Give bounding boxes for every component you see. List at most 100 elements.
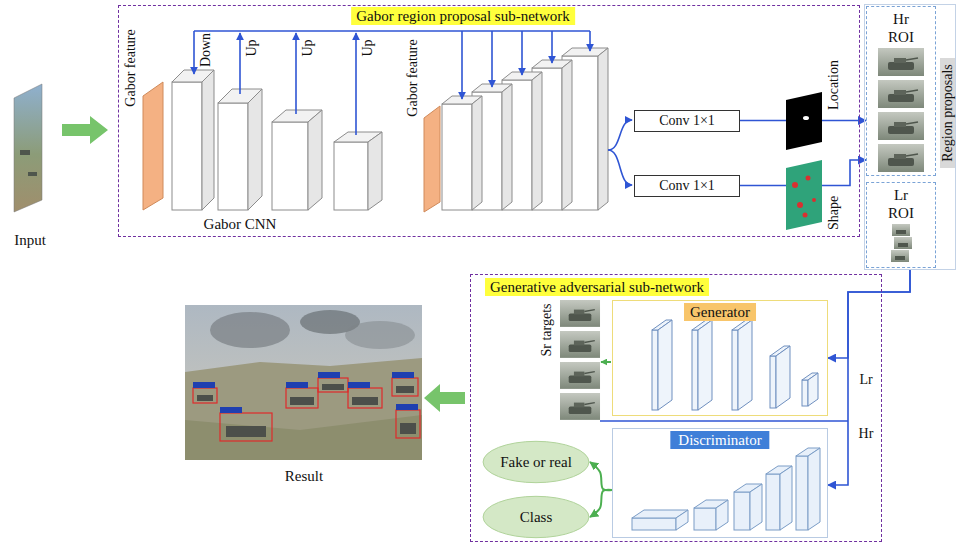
up-arrow [355,33,357,135]
block-arrow [62,116,108,144]
process-box: Conv 1×1 [634,175,740,197]
down-arrow [461,31,463,99]
sr-thumbnail [560,300,600,327]
sampling-label: Up [243,39,261,56]
connector-group [590,121,910,518]
layer-side [698,320,712,410]
module-title: Discriminator [670,431,769,449]
detection-box [220,413,272,441]
up-arrow [239,33,241,94]
layer-face [692,330,698,410]
shape-spot [797,202,803,208]
detection-tag [193,382,215,388]
shape-spot [803,213,808,218]
detection-box [318,378,348,392]
module-title: Generator [684,303,756,321]
detection-tag [348,382,370,388]
layer-face [218,103,248,210]
generator-box: Generator [612,300,828,416]
down-arrow [193,31,195,74]
output-ellipse: Class [482,495,590,539]
shape-spot [806,176,811,181]
layer-side [502,84,512,210]
layer-face [502,80,532,210]
section-title: Generative adversarial sub-network [485,278,709,296]
block-arrow [424,384,465,412]
layer-side [750,484,762,530]
layer-side [202,70,214,210]
detection-tags [193,372,418,413]
location-map [786,92,822,150]
ground [185,358,422,460]
layer-face [766,474,780,530]
layer-face [334,142,368,210]
arrow-connector [828,270,910,485]
roi-box: Lr ROI [866,182,936,268]
roi-label: Hr ROI [884,10,918,46]
feature-label: Gabor feature [404,39,422,116]
shape-spots [792,176,816,218]
generator-layers [652,320,818,410]
hr-thumbnail [878,144,924,172]
layer-face [562,56,598,210]
output-label: Fake or real [500,453,572,471]
detection-tag [220,407,242,413]
location-spot [803,116,809,120]
layer-side [658,320,672,410]
sr-feed-line [600,420,848,422]
detection-tag [396,404,418,410]
skip-line [194,30,590,32]
detection-tag [392,372,414,378]
output-label: Sr targets [538,303,556,356]
down-arrow [589,31,591,51]
sampling-label: Up [299,39,317,56]
result-image [185,305,422,460]
layer-side [716,500,728,530]
shape-spot [812,198,816,202]
feature-label: Gabor feature [122,29,140,106]
input-image [14,84,42,212]
hr-thumbnail [878,80,924,108]
tanks [197,384,416,437]
shape-map [786,160,822,230]
layer-face [796,456,808,530]
detection-tag [318,372,340,378]
sr-thumbnail [560,362,600,389]
discriminator-layers [632,448,820,530]
subnetwork-box: Conv 1×1Conv 1×1Gabor region proposal su… [118,5,860,237]
layer-side [472,96,482,210]
shape-spot [792,182,798,188]
layer-side [308,110,322,210]
up-arrow [295,33,297,114]
layer-side [738,320,752,410]
layer-side [808,373,818,406]
layer-side [368,132,382,210]
layer-face [734,492,750,530]
layer-face [694,508,716,530]
output-ellipse: Fake or real [482,440,590,484]
output-label: Class [520,508,553,526]
tank-shape [197,395,213,401]
layer-face [802,380,808,406]
tank-shape [352,397,378,405]
region-panel: Hr ROILr ROIRegion proposals [864,4,956,270]
cnn-layers [172,70,382,210]
smoke [345,321,415,349]
sr-thumbnail [560,331,600,358]
arrow-connector [828,270,910,358]
down-arrow [551,31,553,63]
gabor-feature-slab [424,106,440,212]
arrow-connector [590,490,612,517]
subnetwork-box: GeneratorDiscriminatorFake or realClass G… [470,274,882,542]
layer-face [442,104,472,210]
lr-thumbnail [894,237,912,249]
detection-box [396,410,420,438]
layer-face [732,330,738,410]
discriminator-box: Discriminator [612,428,828,538]
layer-face [172,82,202,210]
layer-face [652,330,658,410]
smoke [210,312,290,348]
split-arrow [608,150,632,185]
